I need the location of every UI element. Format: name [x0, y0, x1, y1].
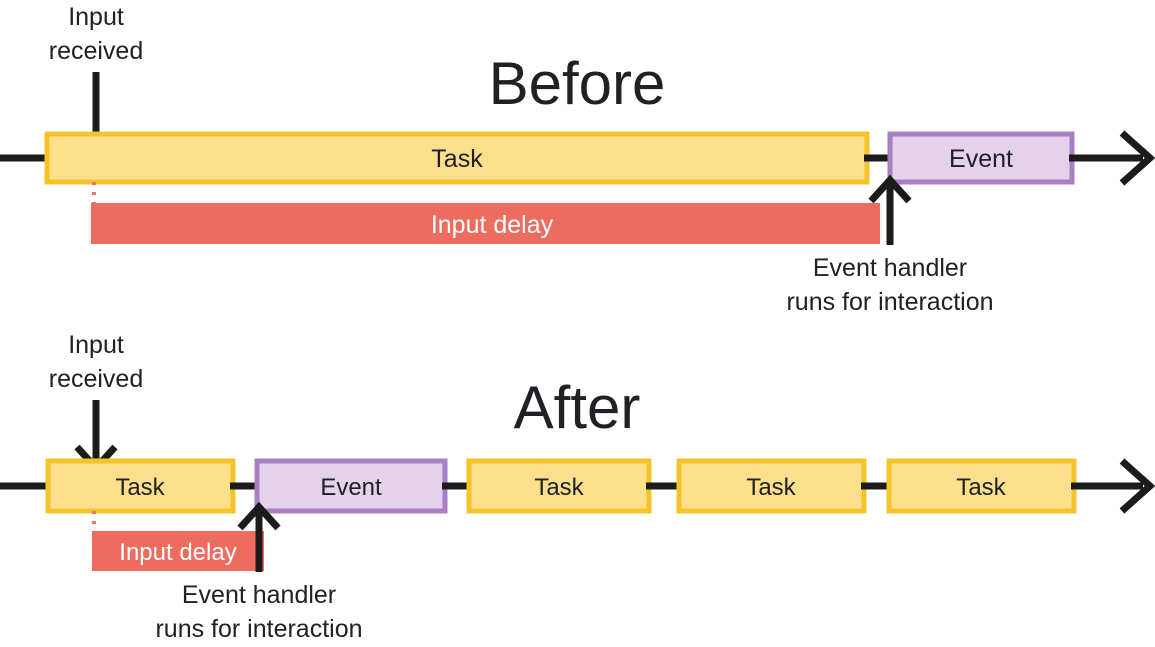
after-block-task-1: Task: [45, 458, 236, 514]
after-task-box-3: [676, 458, 867, 514]
after-event-handler-arrow-icon: [237, 501, 281, 572]
after-event-label: Event: [320, 474, 382, 501]
before-input-delay-label: Input delay: [431, 211, 554, 239]
after-task-label-2: Task: [534, 474, 584, 501]
before-task-box: [44, 131, 870, 185]
after-timeline-right-arrow-icon: [1071, 458, 1155, 514]
after-task-label-3: Task: [746, 474, 796, 501]
after-section: After Input received Task Event: [0, 331, 1155, 643]
after-input-received-label-line2: received: [49, 365, 144, 393]
after-input-delay-bar: [92, 531, 264, 571]
before-event-label: Event: [949, 145, 1013, 173]
before-task-label: Task: [431, 145, 483, 173]
before-event-block: Event: [887, 131, 1075, 185]
before-section: Before Input received Task Event: [0, 3, 1155, 316]
before-event-handler-label-line2: runs for interaction: [786, 288, 993, 316]
after-task-label-1: Task: [115, 474, 165, 501]
after-title: After: [514, 374, 641, 441]
after-input-delay-label: Input delay: [119, 539, 236, 566]
before-event-box: [887, 131, 1075, 185]
after-input-received-arrow-icon: [74, 400, 118, 474]
after-block-task-2: Task: [466, 458, 652, 514]
before-input-received-label-line1: Input: [68, 3, 124, 31]
after-input-delay-block: Input delay: [92, 531, 264, 571]
before-task-block: Task: [44, 131, 870, 185]
before-input-received-label-line2: received: [49, 37, 144, 65]
after-event-handler-label-line2: runs for interaction: [155, 615, 362, 643]
before-timeline-right-arrow-icon: [1069, 130, 1155, 186]
before-title: Before: [489, 50, 666, 117]
after-task-box-1: [45, 458, 236, 514]
after-block-event: Event: [254, 458, 448, 514]
before-input-delay-bar: [91, 203, 880, 244]
after-event-handler-label-line1: Event handler: [182, 581, 336, 609]
after-block-task-4: Task: [886, 458, 1077, 514]
after-task-box-2: [466, 458, 652, 514]
before-event-handler-arrow-icon: [868, 174, 912, 245]
after-task-label-4: Task: [956, 474, 1006, 501]
after-input-received-label-line1: Input: [68, 331, 124, 359]
after-block-task-3: Task: [676, 458, 867, 514]
before-event-handler-label-line1: Event handler: [813, 254, 967, 282]
before-input-delay-block: Input delay: [91, 203, 880, 244]
